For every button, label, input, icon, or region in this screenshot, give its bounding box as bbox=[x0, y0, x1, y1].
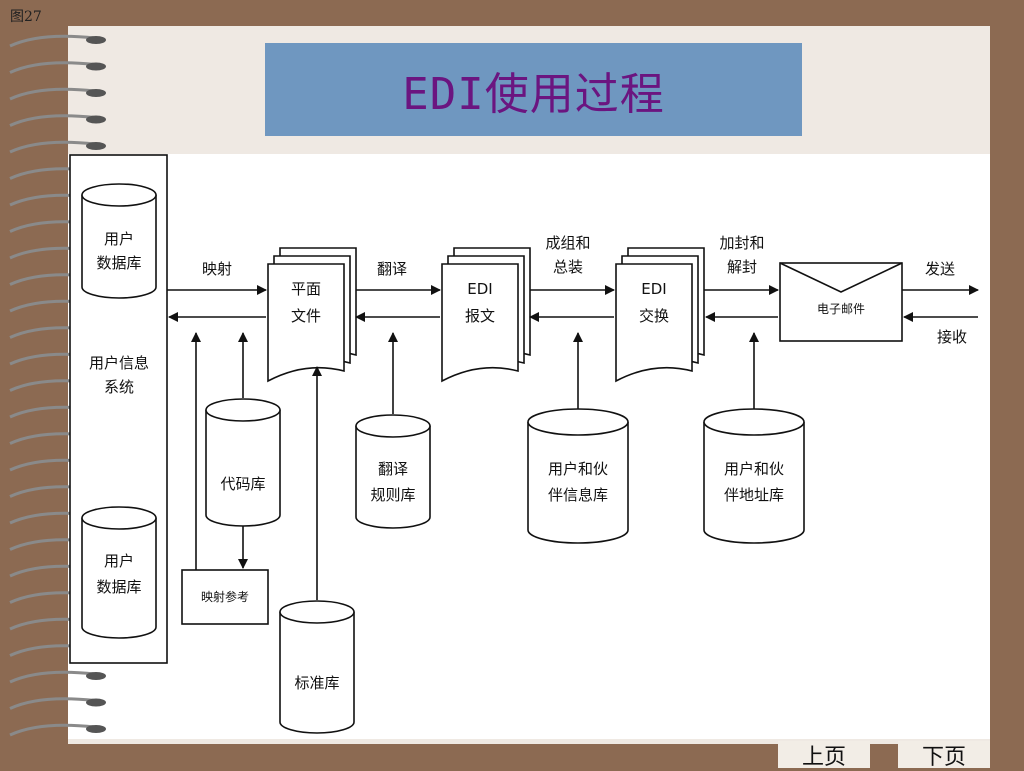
user-db-top-line2: 数据库 bbox=[96, 254, 141, 272]
user-database-bottom bbox=[81, 506, 157, 639]
partner-info-line1: 用户和伙 bbox=[548, 460, 608, 478]
mapping-reference-label: 映射参考 bbox=[201, 589, 249, 604]
edi-exchange-line2: 交换 bbox=[639, 307, 669, 325]
partner-address-database bbox=[703, 408, 805, 544]
prev-page-button[interactable]: 上页 bbox=[778, 741, 870, 770]
edi-message-line2: 报文 bbox=[465, 307, 495, 325]
arrow-label-assemble-line1: 成组和 bbox=[545, 234, 590, 252]
rules-db-line1: 翻译 bbox=[378, 460, 408, 478]
partner-info-database bbox=[527, 408, 629, 544]
translation-rules-database bbox=[355, 414, 431, 529]
edi-message-document bbox=[441, 247, 531, 383]
user-system-line2: 系统 bbox=[104, 378, 134, 396]
user-system-line1: 用户信息 bbox=[89, 354, 149, 372]
partner-info-line2: 伴信息库 bbox=[548, 486, 608, 504]
code-database bbox=[205, 398, 281, 527]
edi-message-line1: EDI bbox=[467, 280, 492, 298]
page-title: EDI使用过程 bbox=[402, 68, 665, 120]
email-envelope bbox=[779, 262, 903, 342]
arrow-label-assemble-line2: 总装 bbox=[553, 258, 583, 276]
user-db-bottom-line1: 用户 bbox=[104, 552, 134, 570]
standard-database bbox=[279, 600, 355, 734]
arrow-label-receive: 接收 bbox=[937, 328, 967, 346]
arrow-label-mapping: 映射 bbox=[202, 260, 232, 278]
arrow-label-encrypt-line2: 解封 bbox=[727, 258, 757, 276]
partner-address-line1: 用户和伙 bbox=[724, 460, 784, 478]
title-banner: EDI使用过程 bbox=[265, 43, 802, 136]
user-db-top-line1: 用户 bbox=[104, 230, 134, 248]
next-page-button[interactable]: 下页 bbox=[898, 741, 990, 770]
edi-exchange-document bbox=[615, 247, 705, 383]
flat-file-document bbox=[267, 247, 357, 383]
flat-file-line2: 文件 bbox=[291, 307, 321, 325]
user-db-bottom-line2: 数据库 bbox=[96, 578, 141, 596]
arrow-label-translate: 翻译 bbox=[377, 260, 407, 278]
arrow-label-encrypt-line1: 加封和 bbox=[719, 234, 764, 252]
rules-db-line2: 规则库 bbox=[370, 486, 415, 504]
user-database-top bbox=[81, 183, 157, 299]
email-label: 电子邮件 bbox=[817, 302, 865, 316]
mapping-reference-box bbox=[181, 569, 269, 625]
flat-file-line1: 平面 bbox=[291, 280, 321, 298]
slide-number-label: 图27 bbox=[10, 9, 42, 25]
partner-address-line2: 伴地址库 bbox=[724, 486, 784, 504]
standard-db-label: 标准库 bbox=[294, 674, 339, 692]
arrow-label-send: 发送 bbox=[925, 260, 955, 278]
edi-exchange-line1: EDI bbox=[641, 280, 666, 298]
code-db-label: 代码库 bbox=[220, 475, 265, 493]
